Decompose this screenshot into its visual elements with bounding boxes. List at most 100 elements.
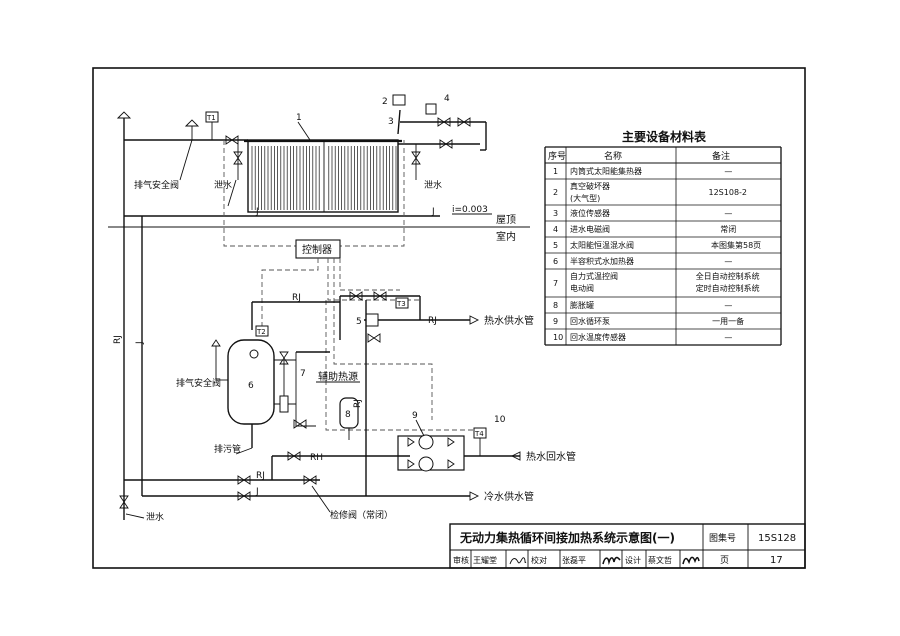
mixing-valve-number: 5 <box>356 317 362 327</box>
roof-label: 屋顶 <box>496 214 516 226</box>
table-row-number: 7 <box>553 279 558 288</box>
table-row-name: 太阳能恒温混水阀 <box>570 240 634 250</box>
table-row-name: 进水电磁阀 <box>570 224 610 234</box>
water-heater-number: 6 <box>248 381 254 391</box>
table-row-number: 4 <box>553 225 558 234</box>
table-row-name: 内筒式太阳能集热器 <box>570 166 642 176</box>
circulation-pumps <box>397 434 465 472</box>
table-row-number: 6 <box>553 257 558 266</box>
table-row-number: 2 <box>553 188 558 197</box>
table-row-number: 5 <box>553 241 558 250</box>
drain-bottom-label: 泄水 <box>146 511 164 523</box>
table-row-note: — <box>724 301 732 310</box>
table-row-note: 本图集第58页 <box>711 240 761 250</box>
hot-return-label: 热水回水管 <box>526 450 576 463</box>
solenoid-valve <box>425 103 437 115</box>
table-row-number: 10 <box>553 333 563 342</box>
table-row-name: 自力式温控阀 <box>570 271 618 281</box>
pipe-rj-bottom-label: RJ <box>256 471 265 481</box>
water-heater-tank <box>227 339 275 425</box>
vacuum-breaker-number: 2 <box>382 97 388 107</box>
exhaust-valve-bottom-label: 排气安全阀 <box>176 377 221 389</box>
table-row-name: 回水温度传感器 <box>570 332 626 342</box>
pipe-rj-top-label: RJ <box>292 293 301 303</box>
table-row-note: 常闭 <box>720 225 736 234</box>
expansion-tank-number: 8 <box>345 410 351 420</box>
table-row-name: (大气型) <box>570 193 600 203</box>
pipe-j-bottom-label: J <box>255 487 259 497</box>
table-row-number: 1 <box>553 167 558 176</box>
table-row-note: — <box>724 167 732 176</box>
title-block <box>449 523 806 569</box>
return-sensor-number: 10 <box>494 415 506 425</box>
designer-name: 蔡文哲 <box>648 555 672 565</box>
review-label: 审核 <box>453 555 469 565</box>
t4-sensor: T4 <box>474 430 484 438</box>
table-row-note: — <box>724 333 732 342</box>
collector-number: 1 <box>296 113 302 123</box>
design-label: 设计 <box>625 555 641 565</box>
overhaul-valve-label: 检修阀（常闭） <box>330 509 393 521</box>
solenoid-valve-number: 4 <box>444 94 450 104</box>
table-row-note: 全日自动控制系统 <box>696 271 760 281</box>
slope-label: i=0.003 <box>452 205 488 215</box>
equipment-table-title: 主要设备材料表 <box>622 129 707 144</box>
pipe-j-left-label: J <box>135 341 145 345</box>
reviewer-signature <box>509 557 527 565</box>
page-number: 17 <box>770 555 783 566</box>
table-row-name: 液位传感器 <box>570 208 610 218</box>
checker-signature <box>602 556 621 566</box>
pump-number: 9 <box>412 411 418 421</box>
drain-right-label: 泄水 <box>424 179 442 191</box>
indoor-label: 室内 <box>496 230 516 243</box>
pipe-rj-left-label: RJ <box>113 335 123 344</box>
table-row-number: 9 <box>553 317 558 326</box>
atlas-label: 图集号 <box>709 532 736 544</box>
table-header-3: 备注 <box>712 150 730 162</box>
pipe-rj-vert-label: RJ <box>353 399 363 408</box>
page-label: 页 <box>720 555 729 566</box>
table-header-1: 序号 <box>548 150 566 162</box>
solar-collector <box>244 139 402 213</box>
table-row-note: 一用一备 <box>712 316 744 326</box>
drain-left-label: 泄水 <box>214 179 232 191</box>
t3-sensor: T3 <box>396 300 406 308</box>
atlas-number: 15S128 <box>758 533 796 544</box>
pipe-rh-label: RH <box>310 453 323 463</box>
reviewer-name: 王耀堂 <box>473 555 497 565</box>
vacuum-breaker <box>392 94 406 106</box>
pipe-rj-hot-label: RJ <box>428 316 437 326</box>
t1-sensor: T1 <box>206 114 216 122</box>
table-row-note: — <box>724 257 732 266</box>
checker-name: 张磊平 <box>562 556 586 565</box>
level-sensor-number: 3 <box>388 117 394 127</box>
table-row-note: 定时自动控制系统 <box>696 283 760 293</box>
table-row-number: 8 <box>553 301 558 310</box>
t2-sensor: T2 <box>256 328 266 336</box>
table-row-note: 12S108-2 <box>709 188 748 197</box>
table-row-note: — <box>724 209 732 218</box>
sewage-label: 排污管 <box>214 443 241 455</box>
mixing-valve <box>365 313 379 327</box>
pipe-j-right-label: J <box>431 207 435 217</box>
pipe-j-mid-label: J <box>255 207 259 217</box>
table-row-name: 真空破坏器 <box>570 181 610 191</box>
table-row-name: 回水循环泵 <box>570 316 610 326</box>
aux-heat-label: 辅助热源 <box>318 370 358 383</box>
table-row-name: 膨胀罐 <box>570 300 594 310</box>
drawing-frame <box>92 67 806 569</box>
t3-sensor-box <box>395 297 409 309</box>
exhaust-valve-top-label: 排气安全阀 <box>134 179 179 191</box>
table-row-name: 电动阀 <box>570 283 594 293</box>
controller-label: 控制器 <box>302 243 332 256</box>
t2-sensor-box <box>255 325 269 337</box>
check-label: 校对 <box>531 555 547 565</box>
table-row-name: 半容积式水加热器 <box>570 256 634 266</box>
drawing-title: 无动力集热循环间接加热系统示意图(一) <box>459 530 675 545</box>
hot-supply-label: 热水供水管 <box>484 314 534 327</box>
table-header-2: 名称 <box>604 150 622 162</box>
designer-signature <box>682 556 700 565</box>
cold-supply-label: 冷水供水管 <box>484 490 534 503</box>
